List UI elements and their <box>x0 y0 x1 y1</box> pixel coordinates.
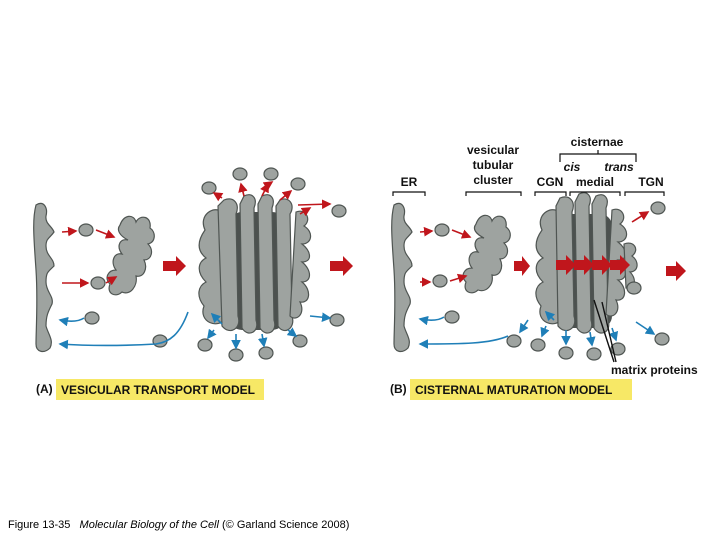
er-membrane-b <box>391 202 413 353</box>
label-cgn: CGN <box>537 175 564 189</box>
panel-a: (A) VESICULAR TRANSPORT MODEL <box>33 167 353 400</box>
flow-arrow-a-2 <box>330 256 353 276</box>
label-vtc-line2: tubular <box>473 158 514 172</box>
caption-book-title: Molecular Biology of the Cell <box>79 519 219 531</box>
retrograde-arrows-a <box>58 311 332 350</box>
caption-credit: (© Garland Science 2008) <box>222 519 350 531</box>
label-cisternae: cisternae <box>571 135 624 149</box>
panel-b: ER vesicular tubular cluster cisternae c… <box>390 135 698 400</box>
label-trans: trans <box>604 160 634 174</box>
panel-b-title: CISTERNAL MATURATION MODEL <box>415 383 612 397</box>
golgi-stack-b <box>535 192 638 334</box>
flow-arrow-b-2 <box>666 261 686 281</box>
label-vtc-line1: vesicular <box>467 143 519 157</box>
flow-arrow-a-1 <box>163 256 186 276</box>
label-cis: cis <box>564 160 581 174</box>
panel-b-tag: (B) <box>390 382 407 396</box>
label-er: ER <box>401 175 418 189</box>
er-membrane-a <box>33 202 55 353</box>
panel-a-title: VESICULAR TRANSPORT MODEL <box>61 383 255 397</box>
golgi-stack-a <box>198 194 312 334</box>
label-tgn: TGN <box>638 175 663 189</box>
anterograde-arrows-b <box>419 211 650 287</box>
label-brackets <box>392 150 665 196</box>
vesicles-a <box>78 167 347 362</box>
label-vtc-line3: cluster <box>473 173 513 187</box>
vtc-a <box>106 215 155 296</box>
vesicles-b <box>432 201 670 361</box>
panel-b-banner <box>410 379 632 400</box>
label-matrix-proteins: matrix proteins <box>611 363 698 377</box>
retrograde-arrows-b <box>418 310 656 349</box>
caption-figure-number: Figure 13-35 <box>8 519 71 531</box>
flow-arrow-b-1 <box>514 256 530 276</box>
figure-caption: Figure 13-35 Molecular Biology of the Ce… <box>8 519 349 531</box>
anterograde-arrows-a <box>61 181 332 288</box>
label-medial: medial <box>576 175 614 189</box>
panel-a-banner <box>56 379 264 400</box>
vtc-b <box>462 214 511 294</box>
matrix-protein-pointers <box>593 299 617 363</box>
panel-a-tag: (A) <box>36 382 53 396</box>
